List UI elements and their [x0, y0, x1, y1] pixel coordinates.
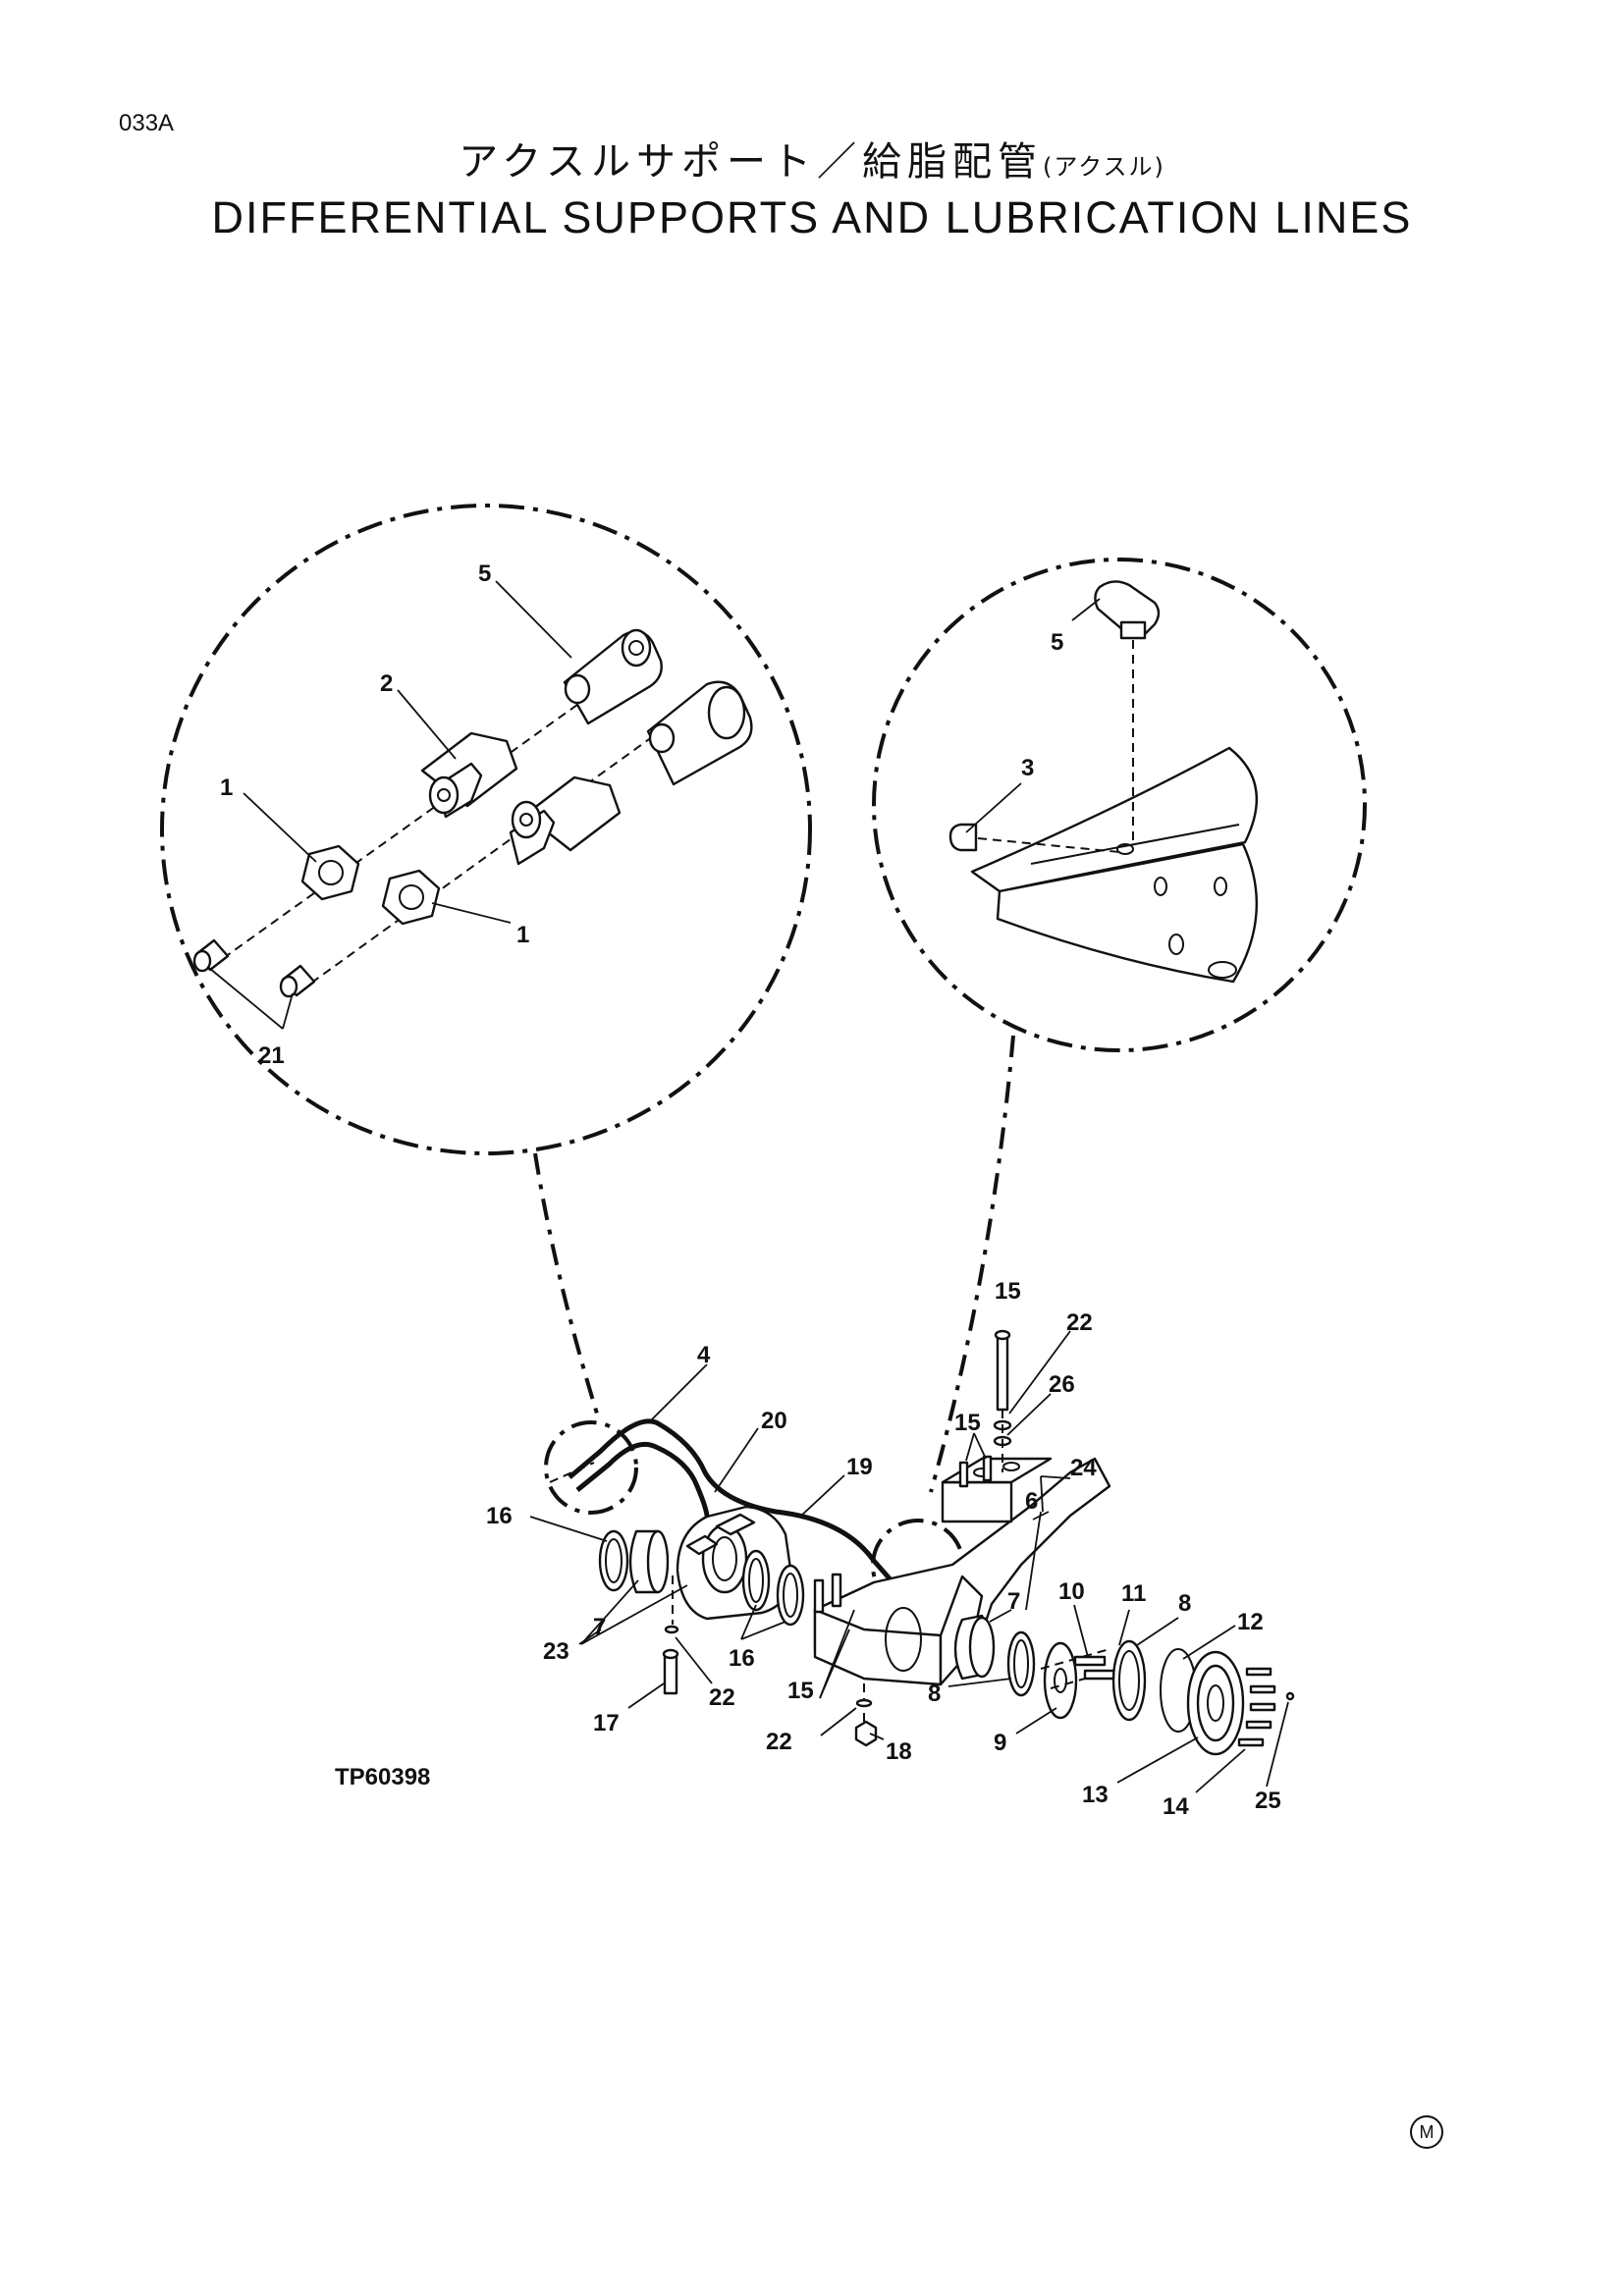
- adapter-part: [420, 731, 622, 866]
- callout-16: 16: [486, 1503, 513, 1529]
- page-code: 033A: [119, 110, 175, 136]
- callout-1: 1: [220, 774, 233, 801]
- detail-circle-right: 5 3: [872, 558, 1367, 1052]
- callout-5: 5: [478, 561, 491, 587]
- callout-5: 5: [1051, 629, 1063, 656]
- callout-25: 25: [1255, 1788, 1281, 1814]
- callout-23: 23: [543, 1638, 569, 1665]
- callout-1: 1: [516, 922, 529, 948]
- detail-boundary-right: [872, 558, 1367, 1052]
- grease-nipple-part: [192, 938, 316, 998]
- detail-link-left: [533, 1152, 599, 1415]
- callout-8: 8: [928, 1681, 941, 1707]
- lube-line-part: [575, 1441, 710, 1522]
- callout-22: 22: [1066, 1309, 1093, 1336]
- bolt-part: [996, 1333, 1009, 1412]
- callout-3: 3: [1021, 755, 1034, 781]
- lube-line-part: [568, 1418, 897, 1587]
- detail-link-right: [929, 1035, 1015, 1493]
- callout-7: 7: [593, 1614, 606, 1640]
- callout-12: 12: [1237, 1609, 1264, 1635]
- callout-26: 26: [1049, 1371, 1075, 1398]
- page-title-japanese: アクスルサポート／給脂配管(アクスル): [0, 130, 1624, 187]
- seal-ring-part: [598, 1529, 629, 1592]
- cap-bolts-part: [1237, 1667, 1295, 1747]
- callout-19: 19: [846, 1454, 873, 1480]
- seal-ring-part: [741, 1549, 771, 1612]
- bolt-part: [663, 1652, 678, 1695]
- callout-16: 16: [729, 1645, 755, 1672]
- detail-boundary-left: [160, 504, 812, 1155]
- callout-21: 21: [258, 1042, 285, 1069]
- detail-origin-left: [544, 1420, 638, 1515]
- page-title-english: DIFFERENTIAL SUPPORTS AND LUBRICATION LI…: [211, 192, 1413, 242]
- callout-7: 7: [1007, 1588, 1020, 1615]
- callout-20: 20: [761, 1408, 787, 1434]
- callout-11: 11: [1121, 1580, 1146, 1607]
- main-assembly: 4 20 19 16 7 23 22 16 17 15 22 18 15 15 …: [486, 1278, 1295, 1820]
- disc-part: [1043, 1641, 1078, 1720]
- callout-18: 18: [886, 1738, 912, 1765]
- callout-24: 24: [1070, 1455, 1097, 1481]
- callout-15: 15: [954, 1410, 981, 1436]
- callout-2: 2: [380, 670, 393, 697]
- callout-10: 10: [1058, 1578, 1085, 1605]
- callout-15: 15: [995, 1278, 1021, 1305]
- callout-14: 14: [1163, 1793, 1189, 1820]
- figure-code: TP60398: [335, 1764, 430, 1790]
- callout-15: 15: [787, 1678, 814, 1704]
- callout-4: 4: [697, 1342, 711, 1368]
- callout-8: 8: [1178, 1590, 1191, 1617]
- callout-6: 6: [1025, 1488, 1038, 1515]
- title-jp-sub: (アクスル): [1043, 153, 1165, 181]
- m-mark-icon: M: [1410, 2115, 1443, 2149]
- callout-9: 9: [994, 1730, 1006, 1756]
- callout-22: 22: [709, 1684, 735, 1711]
- callout-13: 13: [1082, 1782, 1109, 1808]
- callout-17: 17: [593, 1710, 620, 1736]
- title-jp-main: アクスルサポート／給脂配管: [459, 139, 1043, 185]
- hex-nut-part: [300, 844, 441, 926]
- callout-22: 22: [766, 1729, 792, 1755]
- elbow-fitting-part: [563, 628, 753, 786]
- detail-circle-left: 5 2 1 1 21: [160, 504, 812, 1155]
